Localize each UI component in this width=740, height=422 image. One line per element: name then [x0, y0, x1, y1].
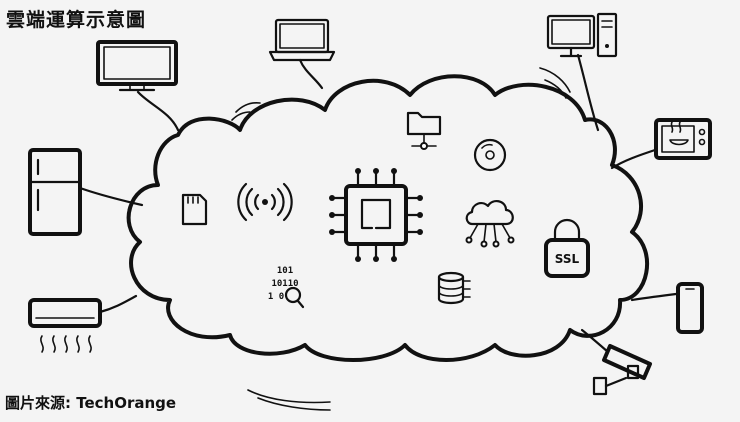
diagram-title: 雲端運算示意圖: [6, 9, 147, 31]
security-camera-icon: [592, 344, 652, 396]
microwave-icon: [654, 118, 712, 160]
motion-marks: [231, 67, 571, 411]
sd-card-icon: [181, 193, 208, 226]
smartphone-icon: [676, 282, 704, 334]
binary-line-1: 101: [277, 266, 293, 276]
ssl-lock-icon: SSL: [544, 218, 590, 278]
ssl-label: SSL: [555, 252, 580, 266]
binary-line-3: 1 0: [268, 292, 284, 302]
air-conditioner-icon: [28, 298, 102, 353]
cloud-network-icon: [465, 200, 515, 248]
refrigerator-icon: [28, 148, 82, 236]
binary-line-2: 10110: [271, 279, 298, 289]
shared-folder-icon: [406, 111, 442, 150]
database-icon: [437, 271, 471, 305]
cloud-outline: [126, 74, 649, 362]
binary-search-icon: 101 10110 1 0: [268, 266, 305, 309]
connection-lines: [78, 53, 678, 354]
desktop-computer-icon: [546, 12, 618, 58]
laptop-icon: [268, 18, 336, 62]
wireless-signal-icon: [237, 182, 293, 222]
image-credit: 圖片來源: TechOrange: [5, 394, 177, 412]
tv-monitor-icon: [96, 40, 178, 92]
cpu-chip-icon: [329, 168, 423, 262]
disc-icon: [473, 138, 507, 172]
